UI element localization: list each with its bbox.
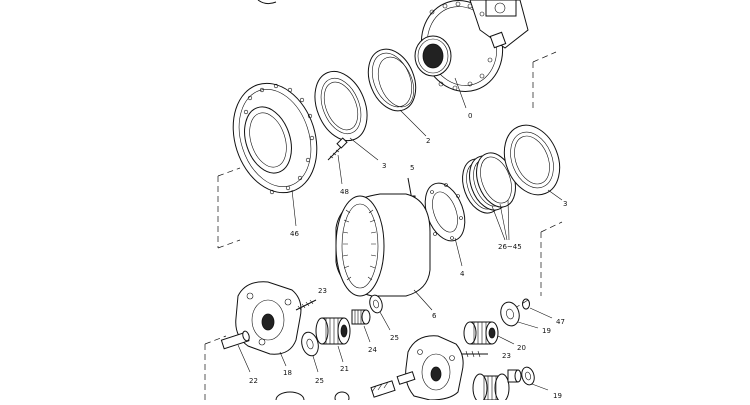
shaft-pin: 22: [220, 330, 258, 385]
label-washer-25a: 25: [315, 377, 324, 385]
label-snap-ring: 47: [556, 318, 565, 326]
label-bolt: 5: [410, 164, 414, 172]
bearing-right: 3: [503, 124, 567, 208]
label-bearing-upper: 3: [382, 162, 386, 170]
label-shim-set: 26~45: [498, 243, 522, 251]
label-carrier-upper: 18: [283, 369, 292, 377]
partial-part-top: [257, 0, 277, 5]
hub: 46: [232, 82, 318, 238]
snap-ring: 47: [522, 298, 565, 326]
hub-bolt: 48: [327, 137, 349, 196]
label-needle-bearing: 24: [368, 346, 377, 354]
ring-gear: 6: [335, 193, 437, 320]
leader-lines: [204, 51, 563, 400]
thrust-washer-left: 25: [301, 331, 324, 385]
carrier-upper: 18: [235, 281, 302, 377]
label-bearing-right: 3: [563, 200, 567, 208]
label-ring-gear: 6: [432, 312, 437, 320]
label-washer-19a: 19: [542, 327, 551, 335]
planet-gear-b: 20: [463, 321, 526, 352]
washer-19-lower: 19: [507, 366, 562, 400]
travel-motor: 0: [414, 0, 529, 120]
washer-19-upper: 19: [500, 301, 551, 335]
spring-pin-upper: 23: [295, 287, 327, 311]
planet-gear-a: 21: [315, 317, 351, 373]
label-pin-23b: 23: [502, 352, 511, 360]
label-hub-bolt: 48: [340, 188, 349, 196]
label-washer-25b: 25: [390, 334, 399, 342]
label-planet-gear-b: 20: [517, 344, 526, 352]
floating-seal-ring: 2: [367, 48, 430, 145]
label-washer-19b: 19: [553, 392, 562, 400]
spring-pin-lower: 23: [462, 350, 511, 360]
needle-bearing: 24: [351, 309, 377, 354]
label-shaft-pin: 22: [249, 377, 258, 385]
shim-set: 26~45: [462, 152, 522, 251]
carrier-lower: [405, 335, 464, 401]
label-pin-23a: 23: [318, 287, 327, 295]
label-shim: 4: [460, 270, 465, 278]
sun-gear-lower: [472, 373, 510, 403]
bearing-upper: 3: [314, 70, 386, 170]
thrust-washer-right: 25: [369, 294, 399, 342]
shim: 4: [424, 182, 466, 278]
label-planet-gear-a: 21: [340, 365, 349, 373]
lower-small-parts: [275, 371, 416, 405]
label-motor: 0: [468, 112, 472, 120]
label-seal-ring: 2: [426, 137, 430, 145]
label-hub: 46: [290, 230, 299, 238]
